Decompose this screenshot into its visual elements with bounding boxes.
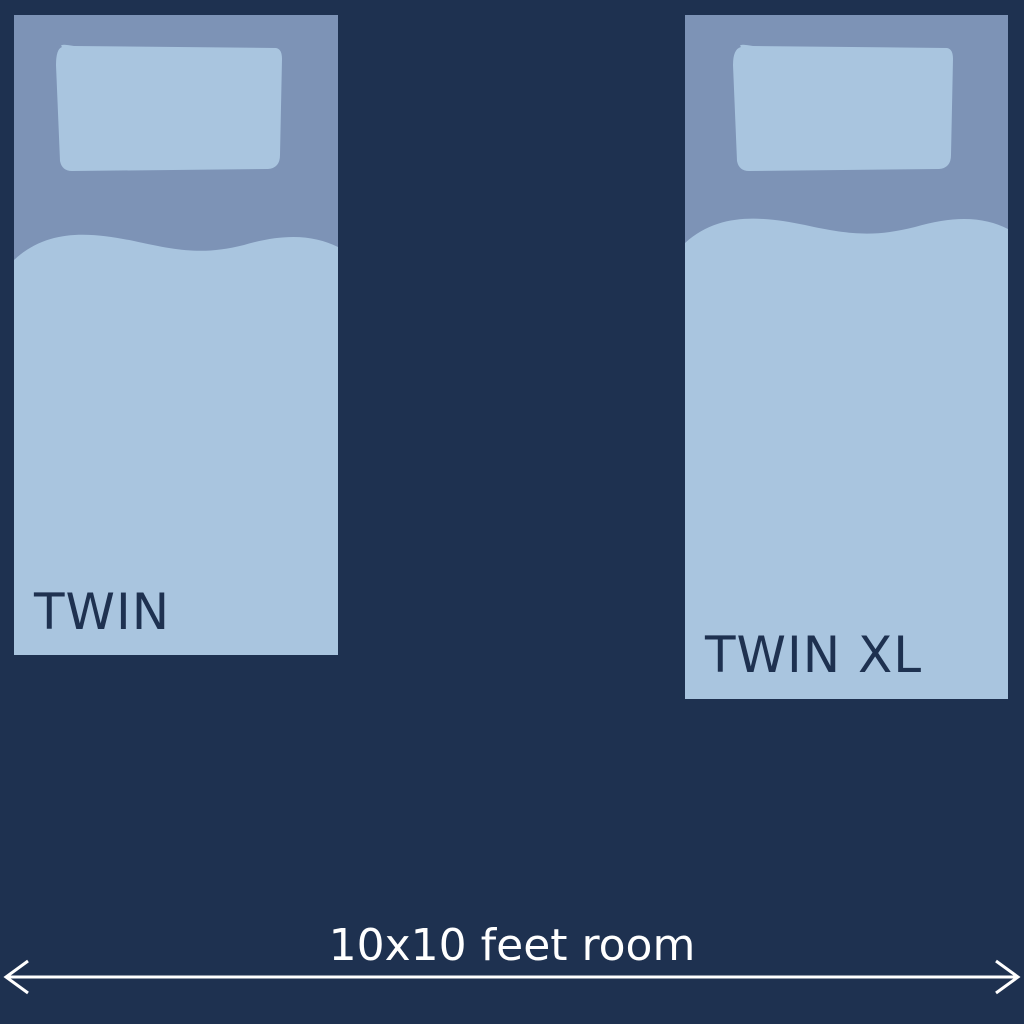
double-headed-arrow-icon bbox=[3, 959, 1021, 995]
twin-xl-bed: TWIN XL bbox=[685, 15, 1008, 699]
twin-xl-bed-illustration bbox=[685, 15, 1008, 699]
twin-pillow bbox=[56, 44, 282, 171]
arrow-head-left bbox=[3, 959, 29, 995]
arrow-head-right bbox=[995, 959, 1021, 995]
twin-xl-pillow bbox=[733, 44, 953, 171]
twin-bed: TWIN bbox=[14, 15, 338, 655]
twin-xl-blanket bbox=[685, 218, 1008, 699]
twin-blanket bbox=[14, 234, 338, 655]
room-dimension-label: 10x10 feet room bbox=[328, 920, 696, 971]
twin-xl-label: TWIN XL bbox=[705, 626, 923, 684]
twin-label: TWIN bbox=[34, 583, 171, 641]
twin-bed-illustration bbox=[14, 15, 338, 655]
